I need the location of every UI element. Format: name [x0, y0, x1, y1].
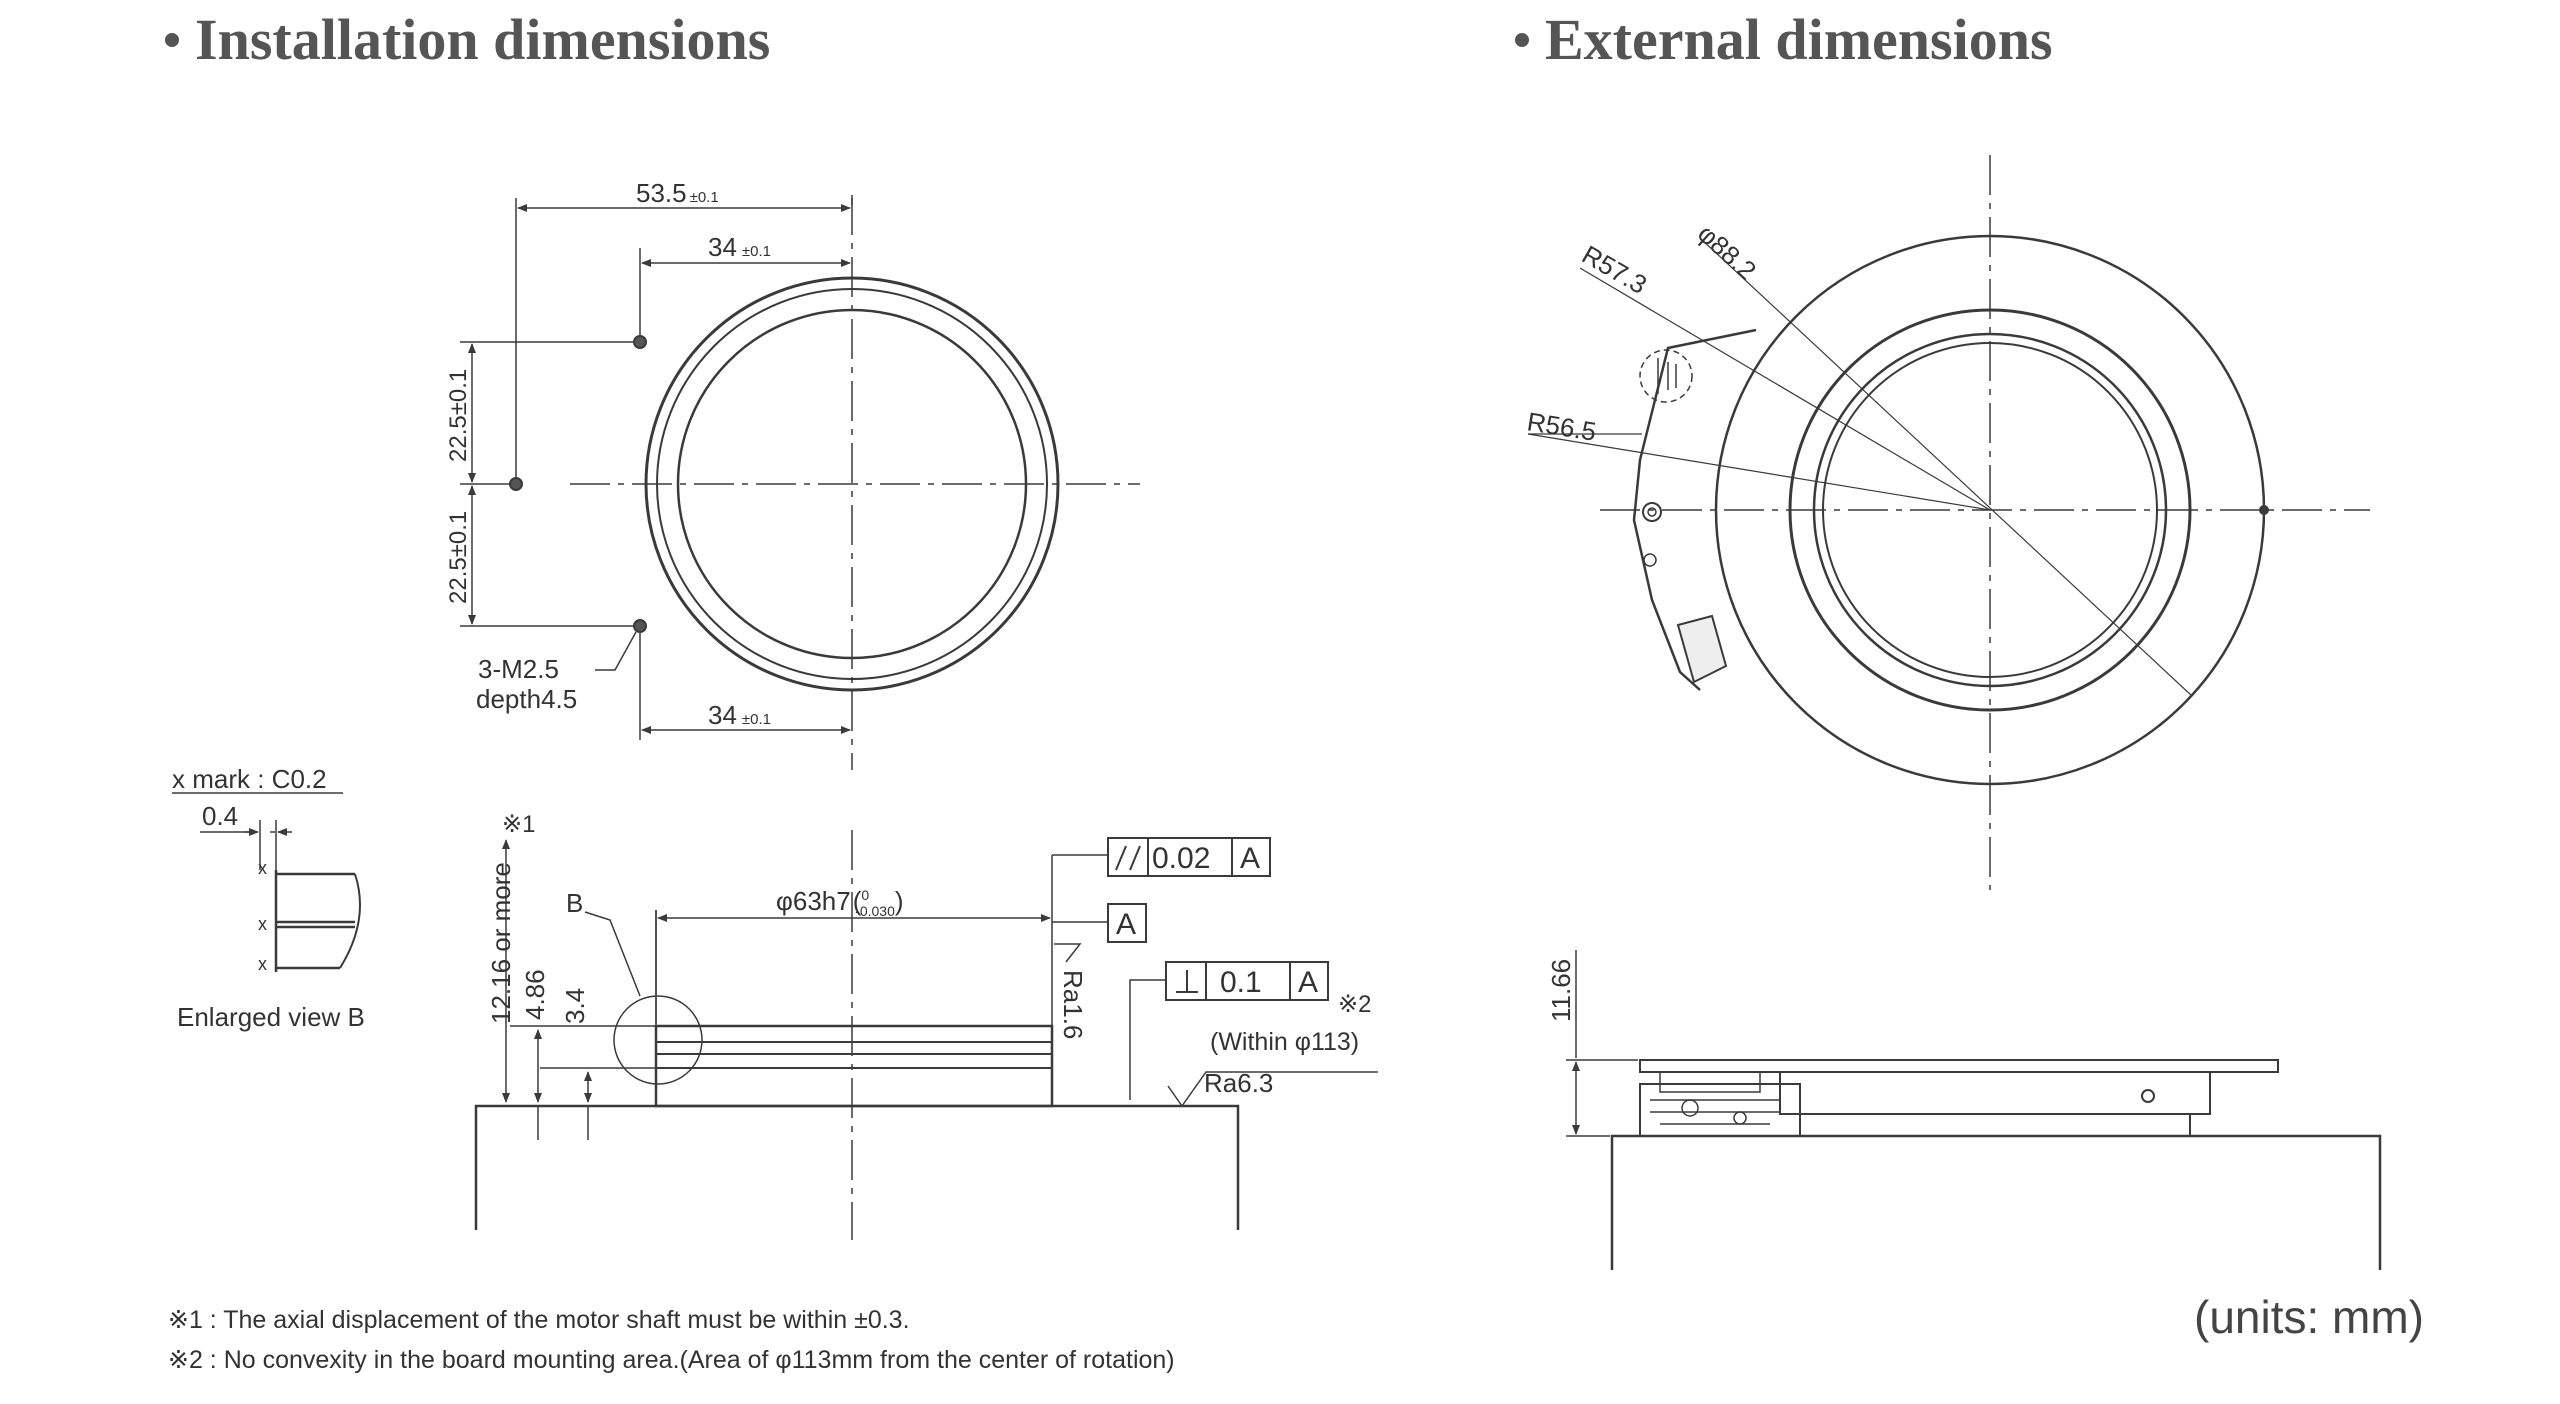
external-heading-text: External dimensions	[1545, 7, 2053, 72]
enlarged-caption: Enlarged view B	[177, 1002, 365, 1032]
mount-hole-bottom	[633, 619, 647, 633]
installation-section-labels: ※1 12.16 or more 4.86 3.4 B φ63h7(0-0.03…	[486, 811, 1371, 1098]
mount-hole-top	[633, 335, 647, 349]
installation-heading-text: Installation dimensions	[195, 7, 771, 72]
installation-section-view	[474, 830, 1378, 1240]
radius-57-3: R57.3	[1577, 239, 1652, 300]
label-b: B	[566, 888, 583, 918]
enlarged-view-b	[172, 792, 361, 972]
enlarged-dim: 0.4	[202, 801, 238, 831]
mount-hole-left	[509, 477, 523, 491]
enlarged-view-labels: x mark : C0.2 0.4 x x x Enlarged view B	[172, 764, 365, 1032]
x-mark-2: x	[258, 914, 267, 934]
dim-34-top: 34±0.1	[708, 232, 771, 262]
external-side-labels: 11.66	[1546, 959, 1576, 1022]
height-3-4: 3.4	[560, 988, 590, 1024]
roughness-ra1-6: Ra1.6	[1058, 970, 1088, 1039]
dim-34-bottom: 34±0.1	[708, 700, 771, 730]
perp-value: 0.1	[1220, 966, 1262, 999]
x-mark-1: x	[258, 858, 267, 878]
note-ref-1: ※1	[502, 811, 535, 838]
external-side-view	[1566, 950, 2382, 1270]
hole-spec-line2: depth4.5	[476, 684, 577, 714]
installation-top-labels: 53.5±0.1 34±0.1 34±0.1 22.5±0.1 22.5±0.1…	[445, 178, 771, 730]
roughness-ra6-3: Ra6.3	[1204, 1068, 1273, 1098]
height-min-label: 12.16 or more	[486, 862, 516, 1024]
installation-top-view	[460, 195, 1140, 770]
height-11-66: 11.66	[1546, 959, 1576, 1022]
dim-53-5: 53.5±0.1	[636, 178, 719, 208]
external-top-labels: φ88.2 R57.3 R56.5	[1525, 218, 1762, 447]
bullet-icon	[165, 32, 179, 47]
footnote-2: ※2 : No convexity in the board mounting …	[168, 1346, 1175, 1374]
dia-88-2: φ88.2	[1692, 218, 1762, 285]
footnote-1: ※1 : The axial displacement of the motor…	[168, 1306, 910, 1334]
perp-datum: A	[1298, 966, 1318, 999]
height-4-86: 4.86	[520, 969, 550, 1020]
diameter-63h7: φ63h7(0-0.030)	[776, 886, 904, 919]
parallel-value: 0.02	[1152, 842, 1210, 875]
units-label: (units: mm)	[2194, 1291, 2424, 1343]
dim-22-5-lower: 22.5±0.1	[445, 511, 472, 604]
external-top-view	[1527, 155, 2370, 890]
x-mark-label: x mark : C0.2	[172, 764, 327, 794]
installation-heading: Installation dimensions	[165, 6, 770, 73]
note-ref-2: ※2	[1338, 991, 1371, 1018]
parallel-datum: A	[1240, 842, 1260, 875]
hole-spec-line1: 3-M2.5	[478, 654, 559, 684]
dim-22-5-upper: 22.5±0.1	[445, 369, 472, 462]
bullet-icon	[1515, 32, 1529, 47]
x-mark-3: x	[258, 954, 267, 974]
within-113: (Within φ113)	[1210, 1028, 1359, 1056]
datum-a: A	[1116, 908, 1136, 941]
radius-56-5: R56.5	[1525, 406, 1598, 446]
external-heading: External dimensions	[1515, 6, 2053, 73]
